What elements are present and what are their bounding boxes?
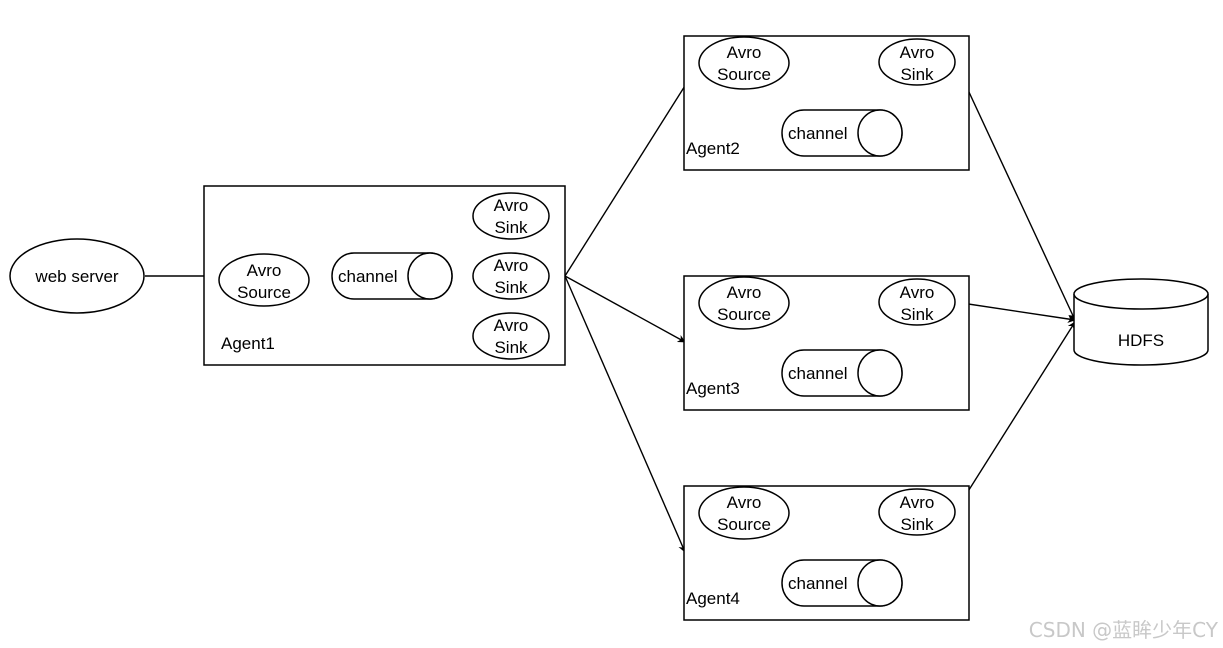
agent3-sink-line2: Sink — [900, 305, 934, 324]
hdfs-label: HDFS — [1118, 331, 1164, 350]
hdfs-storage-node: HDFS — [1073, 278, 1209, 366]
agent4-label: Agent4 — [686, 589, 740, 608]
agent1-sink2-line2: Sink — [494, 278, 528, 297]
agent2-box: Agent2 Avro Source channel Avro Sink — [683, 35, 970, 171]
agent4-channel: channel — [781, 559, 903, 607]
edge-agent1-to-agent4 — [564, 275, 686, 553]
agent3-channel: channel — [781, 349, 903, 397]
agent3-source-line2: Source — [717, 305, 771, 324]
agent1-avro-sink-3: Avro Sink — [472, 312, 550, 360]
agent3-sink-line1: Avro — [900, 283, 935, 302]
agent1-source-line2: Source — [237, 283, 291, 302]
agent1-sink1-line1: Avro — [494, 196, 529, 215]
agent1-sink1-line2: Sink — [494, 218, 528, 237]
web-server-node: web server — [9, 238, 145, 314]
agent2-channel: channel — [781, 109, 903, 157]
agent3-box: Agent3 Avro Source channel Avro Sink — [683, 275, 970, 411]
agent4-avro-source: Avro Source — [698, 486, 790, 540]
agent1-sink3-line2: Sink — [494, 338, 528, 357]
edge-agent2-sink-to-hdfs — [954, 61, 1076, 321]
agent2-avro-sink: Avro Sink — [878, 38, 956, 86]
agent4-box: Agent4 Avro Source channel Avro Sink — [683, 485, 970, 621]
agent1-box: Agent1 Avro Source channel Avro Sink Avr… — [203, 185, 566, 366]
agent1-sink3-line1: Avro — [494, 316, 529, 335]
edge-agent1-to-agent3 — [564, 275, 686, 343]
agent2-sink-line1: Avro — [900, 43, 935, 62]
agent3-avro-source: Avro Source — [698, 276, 790, 330]
agent1-label: Agent1 — [221, 334, 275, 353]
agent4-source-line1: Avro — [727, 493, 762, 512]
csdn-watermark: CSDN @蓝眸少年CY — [1029, 618, 1219, 642]
web-server-label: web server — [34, 267, 118, 286]
edge-agent1-to-agent2 — [564, 61, 701, 277]
agent2-source-line1: Avro — [727, 43, 762, 62]
agent3-channel-label: channel — [788, 364, 848, 383]
agent2-channel-label: channel — [788, 124, 848, 143]
edge-agent3-sink-to-hdfs — [954, 301, 1076, 323]
agent1-channel: channel — [331, 252, 453, 300]
agent2-avro-source: Avro Source — [698, 36, 790, 90]
agent3-avro-sink: Avro Sink — [878, 278, 956, 326]
agent1-avro-source: Avro Source — [218, 253, 310, 307]
agent2-source-line2: Source — [717, 65, 771, 84]
agent4-avro-sink: Avro Sink — [878, 488, 956, 536]
agent1-channel-label: channel — [338, 267, 398, 286]
agent4-sink-line1: Avro — [900, 493, 935, 512]
agent2-sink-line2: Sink — [900, 65, 934, 84]
agent1-avro-sink-2: Avro Sink — [472, 252, 550, 300]
edge-agent4-sink-to-hdfs — [954, 321, 1076, 513]
agent1-avro-sink-1: Avro Sink — [472, 192, 550, 240]
agent4-sink-line2: Sink — [900, 515, 934, 534]
agent2-label: Agent2 — [686, 139, 740, 158]
agent4-source-line2: Source — [717, 515, 771, 534]
agent1-source-line1: Avro — [247, 261, 282, 280]
agent1-sink2-line1: Avro — [494, 256, 529, 275]
agent3-source-line1: Avro — [727, 283, 762, 302]
agent4-channel-label: channel — [788, 574, 848, 593]
agent3-label: Agent3 — [686, 379, 740, 398]
